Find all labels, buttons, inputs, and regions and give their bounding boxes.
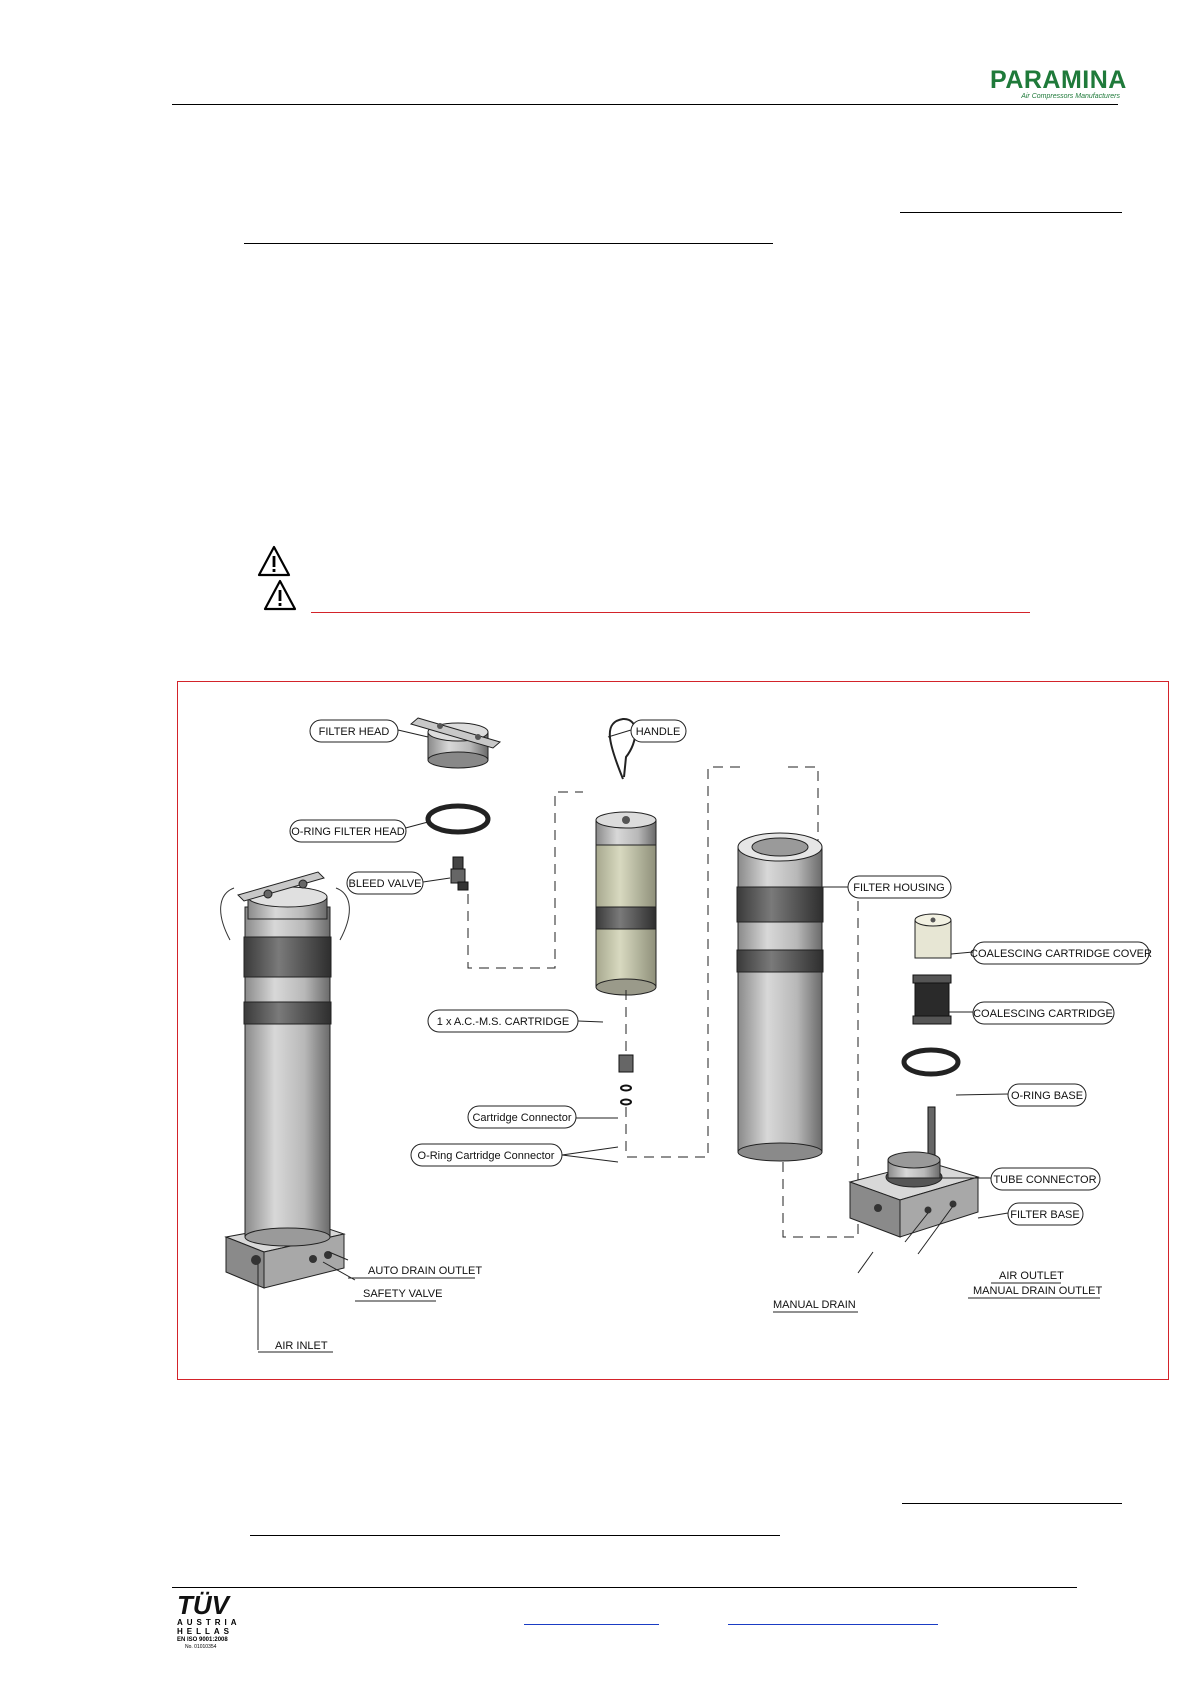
certification-logo: TÜV AUSTRIA HELLAS EN ISO 9001:2008 No. … [177,1592,237,1651]
cartridge-connector [618,1054,634,1073]
header-rule [172,104,1118,105]
footer-link[interactable] [524,1624,659,1625]
warning-underline [311,612,1030,613]
filter-housing [736,832,824,1162]
footer-rule [172,1587,1077,1588]
label-air-inlet: AIR INLET [275,1340,328,1352]
acms-cartridge [595,811,657,996]
cert-number: No. 01010354 [185,1644,217,1650]
leader-lines [257,729,1009,1350]
label-cartridge: 1 x A.C.-M.S. CARTRIDGE [437,1016,569,1028]
cert-logo-text: TÜV [177,1590,229,1620]
assembly-line [788,766,819,847]
label-cartridge-connector: Cartridge Connector [472,1112,571,1124]
assembled-filter [220,871,350,1289]
coalescing-cartridge-cover [914,913,952,959]
label-underlines [258,1277,1100,1353]
label-o-ring-filter-head: O-RING FILTER HEAD [291,826,405,838]
label-tube-connector: TUBE CONNECTOR [993,1174,1096,1186]
coalescing-cartridge [912,974,952,1025]
label-auto-drain-outlet: AUTO DRAIN OUTLET [368,1265,482,1277]
assembly-line [625,766,741,1158]
brand-name: PARAMINA [990,66,1127,94]
label-filter-base: FILTER BASE [1010,1209,1079,1221]
footer-link[interactable] [728,1624,938,1625]
label-safety-valve: SAFETY VALVE [363,1288,442,1300]
filter-base [848,1151,980,1238]
underline [900,212,1122,213]
label-coalescing-cartridge: COALESCING CARTRIDGE [973,1008,1113,1020]
label-o-ring-cartridge-connector: O-Ring Cartridge Connector [418,1150,555,1162]
underline [902,1503,1122,1504]
underline [244,243,773,244]
label-filter-housing: FILTER HOUSING [853,882,944,894]
warning-icon [257,545,291,577]
filter-head [409,717,502,769]
cert-line1: AUSTRIA [177,1618,241,1627]
underline [250,1535,780,1536]
brand-tagline: Air Compressors Manufacturers [1021,93,1120,100]
o-ring-connector [620,1084,632,1092]
label-manual-drain-outlet: MANUAL DRAIN OUTLET [973,1285,1102,1297]
brand-logo: PARAMINA Air Compressors Manufacturers [990,66,1127,101]
diagram-svg: FILTER HEAD O-RING FILTER HEAD BLEED VAL… [220,717,1152,1353]
bleed-valve [450,856,469,891]
o-ring-filter-head [425,803,491,835]
handle [608,717,637,780]
label-air-outlet: AIR OUTLET [999,1270,1064,1282]
label-manual-drain: MANUAL DRAIN [773,1299,856,1311]
cert-line2: HELLAS [177,1627,233,1636]
label-o-ring-base: O-RING BASE [1011,1090,1083,1102]
callouts [289,719,1150,1226]
o-ring-base [901,1047,961,1077]
assembly-line [467,791,583,969]
o-ring-connector [620,1098,632,1106]
label-filter-head: FILTER HEAD [319,726,390,738]
warning-icon [263,579,297,611]
label-bleed-valve: BLEED VALVE [349,878,422,890]
exploded-diagram: FILTER HEAD O-RING FILTER HEAD BLEED VAL… [177,681,1169,1380]
label-coalescing-cartridge-cover: COALESCING CARTRIDGE COVER [970,948,1152,960]
tube-connector [927,1106,936,1158]
label-handle: HANDLE [636,726,681,738]
cert-iso: EN ISO 9001:2008 [177,1637,228,1643]
